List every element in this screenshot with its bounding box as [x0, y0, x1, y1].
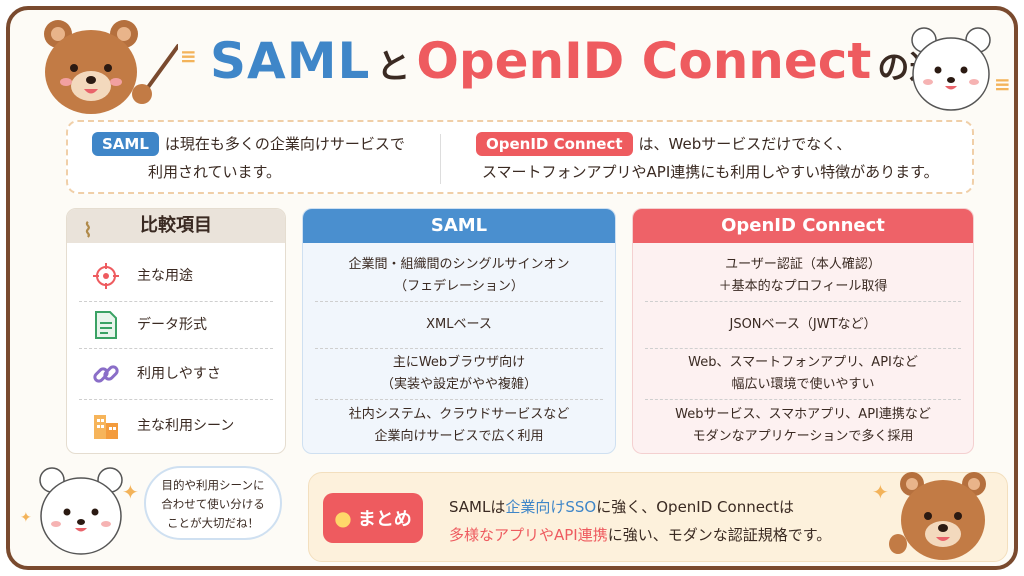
intro-divider: [440, 134, 441, 184]
row-divider: [645, 399, 961, 400]
oidc-cell: Webサービス、スマホアプリ、API連携などモダンなアプリケーションで多く採用: [633, 400, 973, 452]
title-saml: SAML: [210, 32, 371, 90]
paperclip-icon: ⌇: [83, 218, 93, 242]
document-icon: [91, 310, 121, 340]
row-divider: [645, 301, 961, 302]
item-label: 主な利用シーン: [137, 418, 235, 434]
row-divider: [315, 301, 603, 302]
intro-saml: SAML は現在も多くの企業向けサービスで 利用されています。: [92, 130, 405, 186]
sparkle-lines-right: ≡: [994, 72, 1011, 96]
oidc-cell-line: Webサービス、スマホアプリ、API連携など: [675, 407, 931, 422]
speech-bubble: 目的や利用シーンに 合わせて使い分ける ことが大切だね！: [144, 466, 282, 540]
summary-text: SAMLは企業向けSSOに強く、OpenID Connectは 多様なアプリやA…: [449, 493, 831, 549]
bear-thumbs-up-illustration: [889, 472, 986, 560]
sparkle-icon: ✦: [122, 480, 139, 504]
row-divider: [79, 399, 273, 400]
intro-oidc-line1: は、Webサービスだけでなく、: [638, 135, 852, 153]
row-divider: [645, 348, 961, 349]
items-header-label: 比較項目: [140, 215, 212, 236]
oidc-cell-line: JSONベース（JWTなど）: [729, 317, 877, 332]
oidc-header: OpenID Connect: [633, 209, 973, 243]
saml-cell: 企業間・組織間のシングルサインオン （フェデレーション）: [303, 251, 615, 301]
item-label: データ形式: [137, 317, 207, 333]
building-icon: [91, 411, 121, 441]
oidc-column-panel: OpenID Connect ユーザー認証（本人確認） ＋基本的なプロフィール取得…: [632, 208, 974, 454]
item-label: 利用しやすさ: [137, 366, 221, 382]
sparkle-lines-left: ≡: [180, 44, 197, 68]
saml-cell-line: XMLベース: [426, 317, 492, 332]
intro-saml-line2: 利用されています。: [148, 163, 282, 181]
sparkle-icon: ✦: [872, 480, 889, 504]
oidc-cell-line: Web、スマートフォンアプリ、APIなど: [688, 355, 918, 370]
target-icon: [91, 261, 121, 291]
item-row: 利用しやすさ: [67, 349, 285, 399]
oidc-cell-line: 幅広い環境で使いやすい: [731, 377, 875, 392]
summary-badge: ● まとめ: [323, 493, 423, 543]
saml-cell-line: 企業間・組織間のシングルサインオン: [348, 257, 570, 272]
page-title: SAML と OpenID Connect の違い: [210, 32, 973, 96]
saml-cell-line: （実装や設定がやや複雑）: [380, 377, 537, 392]
link-icon: [91, 359, 121, 389]
page-frame: ≡ SAML と OpenID Connect の違い ≡ SAML は現在も多く…: [6, 6, 1018, 570]
saml-cell: 主にWebブラウザ向け （実装や設定がやや複雑）: [303, 349, 615, 399]
item-label: 主な用途: [137, 268, 193, 284]
items-header: ⌇ 比較項目: [67, 209, 285, 243]
saml-column-panel: SAML 企業間・組織間のシングルサインオン（フェデレーション） XMLベース …: [302, 208, 616, 454]
saml-cell-line: 企業向けサービスで広く利用: [374, 429, 544, 444]
summary-text-part: に強く、OpenID Connectは: [596, 498, 795, 516]
saml-cell: XMLベース: [303, 302, 615, 348]
oidc-cell: JSONベース（JWTなど）: [633, 302, 973, 348]
saml-pill: SAML: [92, 132, 159, 156]
row-divider: [315, 348, 603, 349]
item-row: データ形式: [67, 302, 285, 348]
bubble-line: 目的や利用シーンに: [161, 478, 265, 492]
sparkle-icon: ✦: [20, 510, 32, 526]
white-bear-bottom-illustration: [39, 467, 123, 555]
oidc-cell: Web、スマートフォンアプリ、APIなど幅広い環境で使いやすい: [633, 349, 973, 399]
saml-cell-line: 主にWebブラウザ向け: [392, 355, 526, 370]
saml-header: SAML: [303, 209, 615, 243]
row-divider: [79, 301, 273, 302]
summary-text-part: に強い、モダンな認証規格です。: [607, 526, 832, 544]
comparison-items-panel: ⌇ 比較項目 主な用途 データ形式 利用しやすさ: [66, 208, 286, 454]
saml-cell: 社内システム、クラウドサービスなど企業向けサービスで広く利用: [303, 400, 615, 452]
row-divider: [315, 399, 603, 400]
row-divider: [79, 348, 273, 349]
saml-cell-line: 社内システム、クラウドサービスなど: [348, 407, 570, 422]
summary-highlight-oidc: 多様なアプリやAPI連携: [449, 526, 608, 544]
item-row: 主な利用シーン: [67, 400, 285, 452]
oidc-cell-line: ＋基本的なプロフィール取得: [718, 279, 888, 294]
intro-box: SAML は現在も多くの企業向けサービスで 利用されています。 OpenID Co…: [66, 120, 974, 194]
summary-text-part: SAMLは: [449, 498, 506, 516]
title-and: と: [376, 47, 411, 87]
bear-pointer-illustration: [44, 20, 178, 114]
summary-highlight-saml: 企業向けSSO: [505, 498, 597, 516]
bubble-line: 合わせて使い分ける: [161, 497, 265, 511]
oidc-cell-line: モダンなアプリケーションで多く採用: [692, 429, 914, 444]
title-oidc: OpenID Connect: [416, 32, 872, 90]
summary-badge-label: まとめ: [357, 509, 412, 530]
saml-cell-line: （フェデレーション）: [394, 279, 524, 294]
intro-oidc-line2: スマートフォンアプリやAPI連携にも利用しやすい特徴があります。: [482, 163, 939, 181]
oidc-cell-line: ユーザー認証（本人確認）: [725, 257, 881, 272]
lightbulb-icon: ●: [334, 506, 352, 530]
intro-oidc: OpenID Connect は、Webサービスだけでなく、 スマートフォンアプリ…: [476, 130, 939, 186]
oidc-cell: ユーザー認証（本人確認） ＋基本的なプロフィール取得: [633, 251, 973, 301]
intro-saml-line1: は現在も多くの企業向けサービスで: [164, 135, 405, 153]
bubble-line: ことが大切だね！: [167, 516, 259, 530]
item-row: 主な用途: [67, 251, 285, 301]
oidc-pill: OpenID Connect: [476, 132, 633, 156]
white-bear-illustration: [911, 27, 991, 111]
